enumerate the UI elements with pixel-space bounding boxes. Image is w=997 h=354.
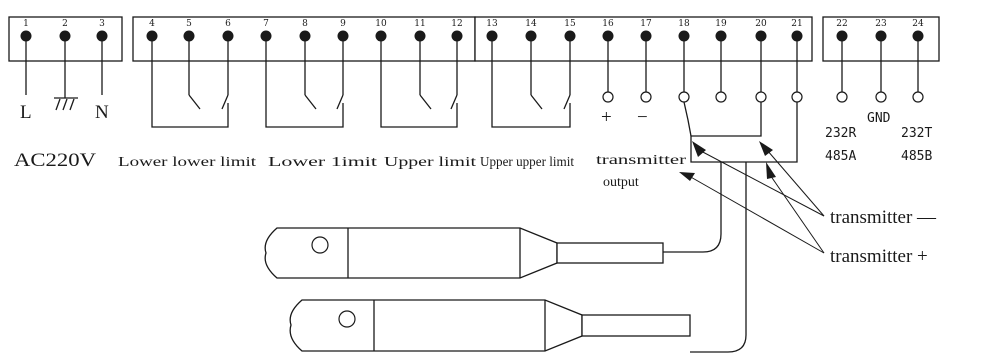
line-label: L — [20, 102, 32, 123]
terminal-number: 3 — [99, 19, 105, 29]
relay-upper-limit — [380, 41, 458, 128]
terminal-screw — [715, 30, 727, 42]
terminal-number: 4 — [149, 19, 155, 29]
probe-port-icon — [338, 310, 356, 328]
terminal-number: 23 — [875, 19, 887, 29]
terminal-screw — [875, 30, 887, 42]
probe-cables — [663, 162, 747, 353]
plus-sign: + — [601, 107, 612, 128]
terminal-screw — [96, 30, 108, 42]
terminal-screw — [414, 30, 426, 42]
terminal-number: 2 — [62, 19, 68, 29]
arrow-icon — [692, 141, 706, 157]
comm-wiring — [836, 41, 924, 103]
terminal-number: 10 — [375, 19, 387, 29]
terminal-screw — [678, 30, 690, 42]
terminal-ring — [791, 91, 803, 103]
terminal-screw — [299, 30, 311, 42]
callout-transmitter-plus: transmitter + — [830, 246, 928, 267]
terminal-screw — [486, 30, 498, 42]
probe-port-icon — [311, 236, 329, 254]
terminal-screw — [146, 30, 158, 42]
terminal-number: 17 — [640, 19, 652, 29]
arrow-icon — [759, 141, 773, 156]
transmitter-output-wiring — [602, 41, 803, 163]
callout-transmitter-minus: transmitter — — [830, 207, 937, 228]
label-485a: 485A — [825, 149, 856, 164]
relay-upper-upper-limit — [491, 41, 571, 128]
terminal-screw — [222, 30, 234, 42]
terminal-number: 24 — [912, 19, 924, 29]
terminal-ring — [755, 91, 767, 103]
relay-lower-lower-limit — [151, 41, 229, 128]
terminal-screw — [375, 30, 387, 42]
terminal-screw — [260, 30, 272, 42]
label-gnd: GND — [867, 111, 891, 126]
terminal-screw — [564, 30, 576, 42]
transmitter-output-label-line2: output — [603, 175, 639, 190]
terminal-number: 12 — [451, 19, 462, 29]
terminal-number: 8 — [302, 19, 308, 29]
callout-arrows — [679, 141, 825, 254]
terminal-number: 1 — [23, 19, 29, 29]
terminal-ring — [715, 91, 727, 103]
terminal-numbers: 1 2 3 4 5 6 7 8 9 10 11 12 13 14 15 16 1… — [23, 19, 924, 29]
terminal-screw — [337, 30, 349, 42]
terminal-screw — [525, 30, 537, 42]
terminal-screw — [755, 30, 767, 42]
ground-icon — [54, 97, 78, 111]
terminal-screw — [640, 30, 652, 42]
terminal-screw — [602, 30, 614, 42]
terminal-screw — [451, 30, 463, 42]
probe-sensor — [264, 227, 664, 279]
terminal-number: 6 — [225, 19, 231, 29]
terminal-ring — [912, 91, 924, 103]
terminal-number: 13 — [486, 19, 498, 29]
terminal-number: 7 — [263, 19, 269, 29]
terminal-number: 11 — [414, 19, 425, 29]
terminal-number: 21 — [791, 19, 802, 29]
terminal-number: 19 — [715, 19, 727, 29]
power-wiring: L N AC220V — [14, 41, 109, 171]
terminal-number: 9 — [340, 19, 346, 29]
transmitter-output-label-line1: transmitter — [596, 153, 686, 168]
terminal-ring — [875, 91, 887, 103]
terminal-screw — [836, 30, 848, 42]
probe-sensor — [289, 299, 691, 352]
relay-lower-limit — [265, 41, 344, 128]
terminal-ring — [836, 91, 848, 103]
label-232r: 232R — [825, 126, 856, 141]
relay-label-lower-lower-limit: Lower lower limit — [118, 155, 256, 170]
terminal-number: 22 — [836, 19, 847, 29]
terminal-number: 14 — [525, 19, 537, 29]
label-485b: 485B — [901, 149, 932, 164]
terminal-number: 20 — [755, 19, 767, 29]
terminal-screws — [20, 30, 924, 42]
label-232t: 232T — [901, 126, 932, 141]
relay-label-upper-limit: Upper limit — [384, 155, 476, 170]
terminal-ring — [640, 91, 652, 103]
arrow-icon — [766, 162, 776, 179]
terminal-number: 15 — [564, 19, 576, 29]
terminal-number: 16 — [602, 19, 614, 29]
neutral-label: N — [95, 102, 109, 123]
terminal-number: 18 — [678, 19, 690, 29]
terminal-number: 5 — [186, 19, 192, 29]
voltage-label: AC220V — [14, 150, 96, 171]
relay-label-upper-upper-limit: Upper upper limit — [480, 155, 574, 170]
terminal-screw — [59, 30, 71, 42]
terminal-screw — [183, 30, 195, 42]
terminal-screw — [791, 30, 803, 42]
relay-label-lower-limit: Lower 1imit — [268, 155, 377, 170]
terminal-ring — [602, 91, 614, 103]
minus-sign: − — [637, 107, 648, 128]
terminal-ring — [678, 91, 690, 103]
terminal-screw — [20, 30, 32, 42]
arrow-icon — [679, 172, 695, 181]
terminal-screw — [912, 30, 924, 42]
